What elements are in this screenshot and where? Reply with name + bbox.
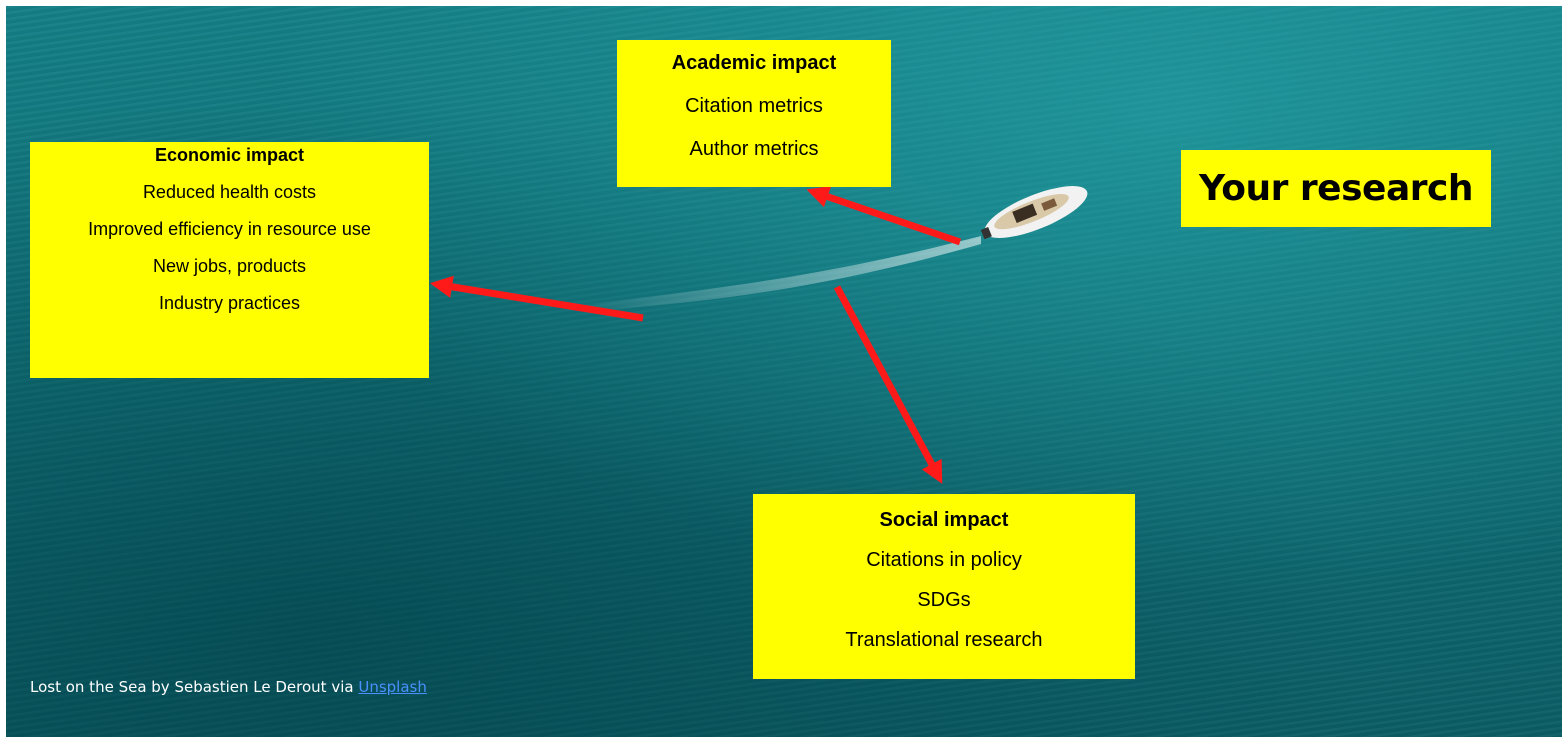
social-impact-title: Social impact (879, 509, 1009, 531)
economic-impact-box: Economic impact Reduced health costs Imp… (30, 142, 429, 378)
economic-impact-title: Economic impact (154, 145, 305, 165)
economic-item: Reduced health costs (142, 182, 317, 202)
boat (980, 186, 1088, 240)
photo-credit: Lost on the Sea by Sebastien Le Derout v… (30, 678, 427, 696)
economic-item: Industry practices (158, 293, 301, 313)
your-research-box: Your research (1181, 150, 1491, 227)
economic-item: Improved efficiency in resource use (88, 219, 371, 239)
academic-item: Author metrics (689, 138, 819, 160)
social-item: Citations in policy (866, 549, 1022, 571)
social-impact-box: Social impact Citations in policy SDGs T… (753, 494, 1135, 679)
your-research-label: Your research (1199, 168, 1473, 209)
social-item: SDGs (917, 589, 971, 611)
arrow-to-social (833, 285, 943, 484)
boat-photo (566, 186, 1088, 312)
arrow-to-economic (429, 275, 644, 322)
social-item: Translational research (845, 629, 1043, 651)
photo-credit-text: Lost on the Sea by Sebastien Le Derout v… (30, 678, 354, 696)
boat-wake (566, 236, 981, 312)
economic-item: New jobs, products (152, 256, 307, 276)
academic-impact-box: Academic impact Citation metrics Author … (617, 40, 891, 187)
unsplash-link[interactable]: Unsplash (358, 678, 427, 696)
arrow-to-academic (806, 186, 962, 246)
academic-item: Citation metrics (685, 95, 823, 117)
academic-impact-title: Academic impact (671, 52, 837, 74)
